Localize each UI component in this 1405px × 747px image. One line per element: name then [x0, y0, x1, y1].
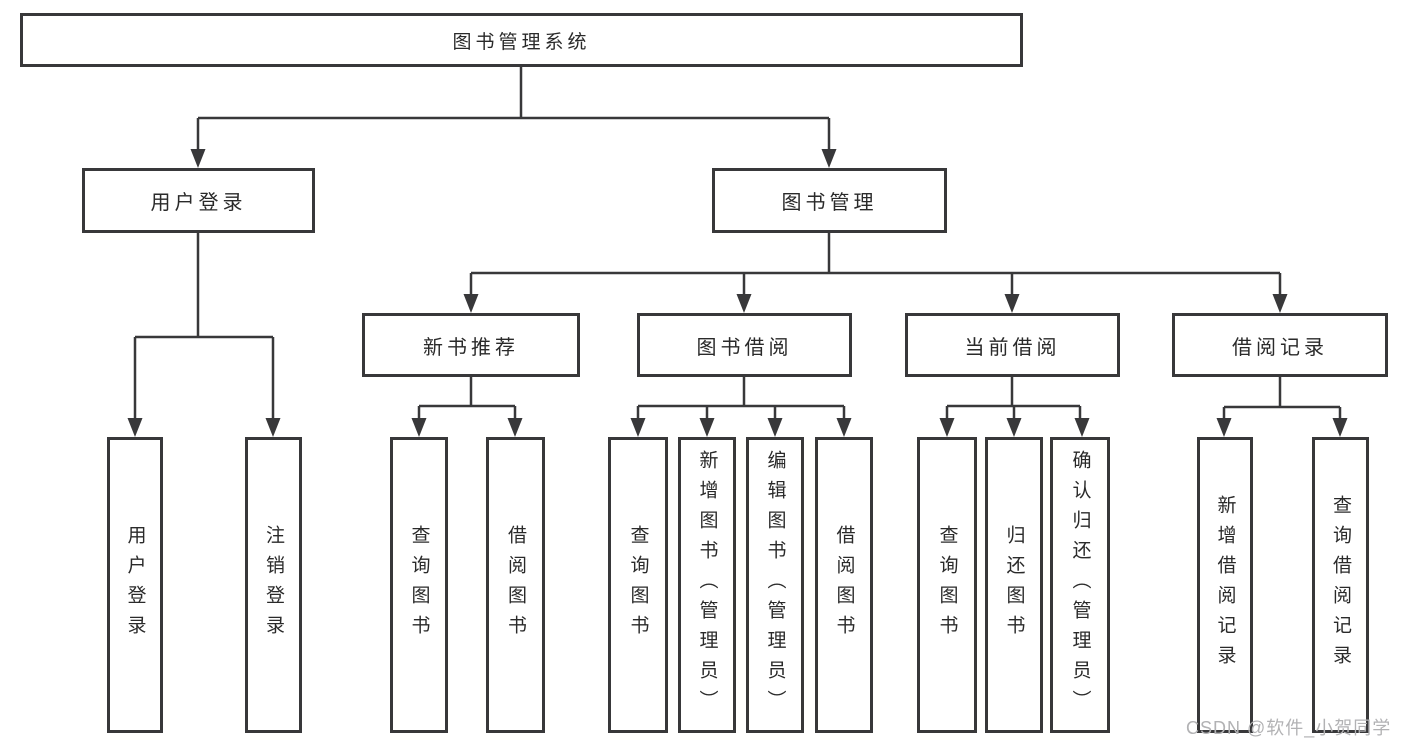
node-library-system-root: 图书管理系统 — [20, 13, 1023, 67]
leaf-borrow-books-recommend-label: 借阅图书 — [505, 525, 526, 645]
leaf-query-books-recommend-label: 查询图书 — [408, 525, 430, 645]
leaf-return-books-label: 归还图书 — [1003, 525, 1025, 645]
leaf-query-borrow-record: 查询借阅记录 — [1312, 437, 1369, 733]
leaf-query-books-current-label: 查询图书 — [936, 525, 958, 645]
leaf-edit-books-admin-label: 编辑图书（管理员） — [764, 450, 786, 720]
leaf-add-books-admin: 新增图书（管理员） — [678, 437, 736, 733]
leaf-confirm-return-admin: 确认归还（管理员） — [1050, 437, 1110, 733]
leaf-query-books-borrowing-label: 查询图书 — [627, 525, 649, 645]
leaf-query-books-current: 查询图书 — [917, 437, 977, 733]
leaf-add-borrow-record-label: 新增借阅记录 — [1214, 495, 1236, 675]
leaf-add-books-admin-label: 新增图书（管理员） — [696, 450, 718, 720]
leaf-query-books-recommend: 查询图书 — [390, 437, 448, 733]
leaf-query-borrow-record-label: 查询借阅记录 — [1330, 495, 1351, 675]
node-borrowing-records: 借阅记录 — [1172, 313, 1388, 377]
leaf-add-borrow-record: 新增借阅记录 — [1197, 437, 1253, 733]
node-user-login: 用户登录 — [82, 168, 315, 233]
leaf-confirm-return-admin-label: 确认归还（管理员） — [1069, 450, 1091, 720]
leaf-query-books-borrowing: 查询图书 — [608, 437, 668, 733]
watermark: CSDN @软件_小贺同学 — [1186, 718, 1392, 738]
leaf-edit-books-admin: 编辑图书（管理员） — [746, 437, 804, 733]
leaf-logout: 注销登录 — [245, 437, 302, 733]
node-book-management: 图书管理 — [712, 168, 947, 233]
node-current-borrowing: 当前借阅 — [905, 313, 1120, 377]
leaf-borrow-books-recommend: 借阅图书 — [486, 437, 545, 733]
leaf-return-books: 归还图书 — [985, 437, 1043, 733]
leaf-user-login-label: 用户登录 — [124, 525, 146, 645]
leaf-borrow-books-borrowing: 借阅图书 — [815, 437, 873, 733]
leaf-logout-label: 注销登录 — [263, 525, 284, 645]
leaf-user-login: 用户登录 — [107, 437, 163, 733]
node-book-borrowing: 图书借阅 — [637, 313, 852, 377]
connector-lines — [133, 67, 1342, 423]
leaf-borrow-books-borrowing-label: 借阅图书 — [833, 525, 855, 645]
node-new-book-recommend: 新书推荐 — [362, 313, 580, 377]
